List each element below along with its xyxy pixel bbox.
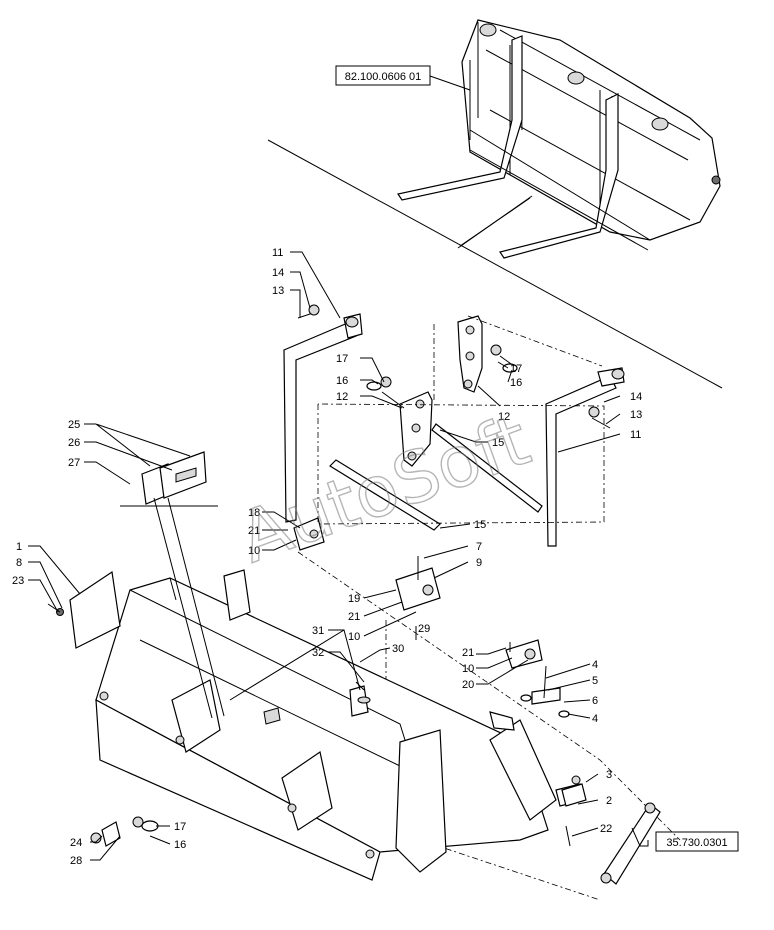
callout-27: 27 [68, 457, 80, 469]
loader-bucket [95, 569, 585, 881]
callout-14-left: 14 [272, 267, 284, 279]
hook-bracket-left [399, 391, 433, 467]
callout-10-c: 10 [462, 663, 474, 675]
callout-5: 5 [592, 675, 598, 687]
callout-11-left: 11 [272, 247, 283, 259]
callout-31: 31 [312, 625, 324, 637]
left-fork-tine [283, 313, 363, 523]
callout-leaders [28, 75, 649, 861]
callout-28: 28 [70, 855, 82, 867]
guard-plates [141, 451, 207, 505]
callout-4-upper: 4 [592, 659, 598, 671]
callout-12-a: 12 [336, 391, 348, 403]
pallet-fork-assembly [397, 19, 721, 259]
mount-blocks [293, 517, 543, 669]
callout-8: 8 [16, 557, 22, 569]
right-fork-tine [545, 367, 625, 547]
reference-label-top: 82.100.0606 01 [345, 71, 421, 83]
callout-21-b: 21 [348, 611, 360, 623]
callout-10-b: 10 [348, 631, 360, 643]
callout-13-right: 13 [630, 409, 642, 421]
bottom-hardware [47, 570, 587, 847]
callout-6: 6 [592, 695, 598, 707]
callout-18: 18 [248, 507, 260, 519]
callout-15-lower: 15 [474, 519, 486, 531]
callout-1: 1 [16, 541, 22, 553]
callout-29: 29 [418, 623, 430, 635]
callout-21-c: 21 [462, 647, 474, 659]
callout-7: 7 [476, 541, 482, 553]
callout-13-left: 13 [272, 285, 284, 297]
hydraulic-cylinder [600, 802, 661, 885]
callout-20: 20 [462, 679, 474, 691]
assembly-guide [179, 315, 681, 901]
reference-box-cylinder[interactable]: 35.730.0301 [655, 831, 739, 852]
callout-16-a: 16 [336, 375, 348, 387]
callout-4-lower: 4 [592, 713, 598, 725]
callout-24: 24 [70, 837, 82, 849]
watermark: AutoSoft [229, 399, 540, 579]
callout-15-upper: 15 [492, 437, 504, 449]
callout-12-b: 12 [498, 411, 510, 423]
callout-21-a: 21 [248, 525, 260, 537]
callout-11-right: 11 [630, 429, 641, 441]
callout-2: 2 [606, 795, 612, 807]
callout-22: 22 [600, 823, 612, 835]
callout-3: 3 [606, 769, 612, 781]
cross-shafts [329, 423, 543, 531]
callout-19: 19 [348, 593, 360, 605]
section-divider-wedge [457, 195, 533, 249]
reference-box-top[interactable]: 82.100.0606 01 [335, 65, 431, 86]
callout-14-right: 14 [630, 391, 642, 403]
callout-30: 30 [392, 643, 404, 655]
callout-17-b: 17 [510, 363, 522, 375]
callout-25: 25 [68, 419, 80, 431]
callout-labels: 1 2 3 4 4 5 6 7 8 9 10 10 10 11 11 12 12… [12, 247, 642, 867]
callout-26: 26 [68, 437, 80, 449]
small-hardware [297, 304, 611, 429]
callout-23: 23 [12, 575, 24, 587]
callout-32: 32 [312, 647, 324, 659]
callout-17-a: 17 [336, 353, 348, 365]
callout-16-c: 16 [174, 839, 186, 851]
reference-label-cylinder: 35.730.0301 [666, 837, 727, 849]
callout-9: 9 [476, 557, 482, 569]
callout-16-b: 16 [510, 377, 522, 389]
hook-bracket-right [457, 315, 483, 393]
callout-10-a: 10 [248, 545, 260, 557]
callout-17-c: 17 [174, 821, 186, 833]
